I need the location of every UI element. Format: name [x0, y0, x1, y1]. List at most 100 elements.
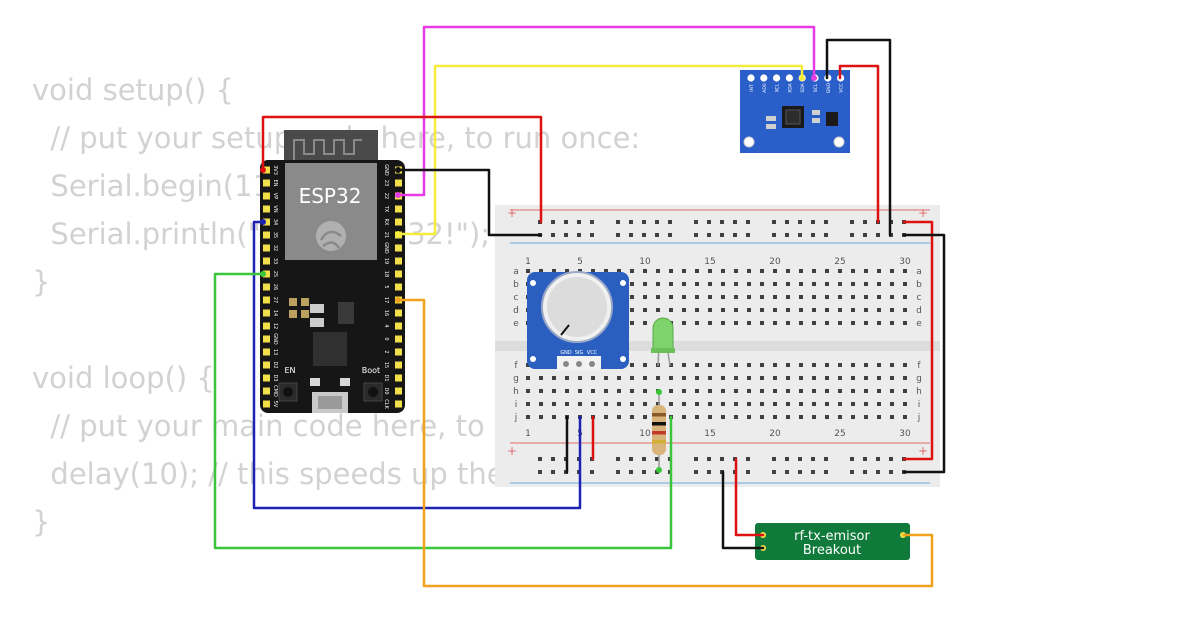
en-button-cap[interactable] — [283, 387, 293, 397]
green-led[interactable] — [651, 317, 675, 367]
wire-black-rf-gnd[interactable] — [721, 470, 765, 550]
breadboard-hole — [825, 308, 829, 312]
breadboard-hole — [786, 389, 790, 393]
mpu6050-pin[interactable] — [785, 74, 794, 82]
breadboard-hole — [669, 389, 673, 393]
esp32-pin-left[interactable] — [263, 231, 270, 239]
esp32-pin-right[interactable] — [395, 244, 402, 252]
esp32-pin-right[interactable] — [395, 374, 402, 382]
esp32-pin-left[interactable] — [263, 192, 270, 200]
breadboard-hole — [760, 321, 764, 325]
esp32-pin-label: D1 — [383, 374, 389, 381]
esp32-pin-left[interactable] — [263, 309, 270, 317]
esp32-pin-left[interactable] — [263, 205, 270, 213]
esp32-pin-right[interactable] — [395, 257, 402, 265]
wire-black-mpu-gnd[interactable] — [825, 38, 892, 237]
mpu6050-pin[interactable] — [747, 74, 755, 82]
breadboard-hole — [773, 402, 777, 406]
esp32-pin-left[interactable] — [263, 361, 270, 369]
esp32-pin-right[interactable] — [395, 387, 402, 395]
breadboard-hole — [890, 402, 894, 406]
rail-hole — [824, 220, 828, 224]
breadboard-hole — [864, 321, 868, 325]
wire-red-3v3[interactable] — [261, 115, 543, 224]
rail-hole — [772, 457, 776, 461]
esp32-pin-right[interactable] — [395, 400, 402, 408]
esp32-pin-right[interactable] — [395, 348, 402, 356]
breadboard-hole — [786, 295, 790, 299]
rail-hole — [824, 457, 828, 461]
rail-hole — [668, 220, 672, 224]
smd-component — [812, 110, 820, 115]
wire-yellow-sda[interactable] — [396, 64, 804, 236]
rail-hole — [746, 220, 750, 224]
breadboard-hole — [786, 308, 790, 312]
breadboard-hole — [526, 402, 530, 406]
breadboard-hole — [578, 376, 582, 380]
esp32-pin-left[interactable] — [263, 335, 270, 343]
breadboard-hole — [552, 376, 556, 380]
smd-component — [301, 310, 309, 318]
wire-black-gnd[interactable] — [396, 168, 543, 237]
breadboard-hole — [812, 269, 816, 273]
esp32-pin-right[interactable] — [395, 361, 402, 369]
esp32-pin-left[interactable] — [263, 296, 270, 304]
esp32-pin-left[interactable] — [263, 270, 270, 278]
rail-hole — [616, 457, 620, 461]
wire-red-mpu-vcc[interactable] — [838, 64, 880, 224]
esp32-pin-left[interactable] — [263, 400, 270, 408]
row-letter: j — [917, 413, 921, 423]
breadboard-hole — [773, 321, 777, 325]
breadboard-hole — [890, 321, 894, 325]
wire-blue-pot-sig[interactable] — [252, 220, 582, 510]
potentiometer-pin[interactable] — [563, 361, 569, 367]
esp32-pin-label: D0 — [383, 387, 389, 394]
breadboard-hole — [760, 389, 764, 393]
esp32-pin-right[interactable] — [395, 309, 402, 317]
esp32-pin-left[interactable] — [263, 166, 270, 174]
esp32-pin-label: 25 — [272, 271, 278, 277]
rail-hole — [642, 470, 646, 474]
esp32-pin-right[interactable] — [395, 283, 402, 291]
rail-hole — [863, 220, 867, 224]
wire-orange-rf-data[interactable] — [396, 298, 934, 588]
wire-green-led[interactable] — [213, 272, 673, 550]
esp32-pin-left[interactable] — [263, 348, 270, 356]
esp32-pin-left[interactable] — [263, 179, 270, 187]
esp32-pin-right[interactable] — [395, 322, 402, 330]
esp32-pin-left[interactable] — [263, 218, 270, 226]
esp32-pin-left[interactable] — [263, 374, 270, 382]
boot-button-cap[interactable] — [368, 387, 378, 397]
wire-red-rail-bridge[interactable] — [902, 220, 934, 461]
esp32-pin-right[interactable] — [395, 218, 402, 226]
breadboard-hole — [591, 402, 595, 406]
esp32-pin-left[interactable] — [263, 257, 270, 265]
potentiometer-pin[interactable] — [589, 361, 595, 367]
esp32-pin-right[interactable] — [395, 179, 402, 187]
esp32-pin-left[interactable] — [263, 322, 270, 330]
esp32-pin-right[interactable] — [395, 335, 402, 343]
esp32-pin-left[interactable] — [263, 244, 270, 252]
breadboard-hole — [643, 295, 647, 299]
breadboard-hole — [682, 363, 686, 367]
esp32-pin-left[interactable] — [263, 387, 270, 395]
rf-module-sublabel: Breakout — [803, 543, 861, 558]
mpu6050-pin[interactable] — [760, 74, 768, 82]
mpu6050-pin[interactable] — [773, 74, 781, 82]
breadboard-hole — [734, 321, 738, 325]
resistor[interactable] — [652, 389, 666, 473]
breadboard-hole — [851, 402, 855, 406]
potentiometer-pin[interactable] — [576, 361, 582, 367]
esp32-pin-left[interactable] — [263, 283, 270, 291]
wire-magenta-scl[interactable] — [396, 25, 816, 197]
esp32-pin-right[interactable] — [395, 205, 402, 213]
esp32-pin-label: 13 — [272, 349, 278, 355]
wire-black-rail-bridge[interactable] — [902, 233, 946, 474]
wire-red-rf-vcc[interactable] — [734, 457, 765, 537]
esp32-pin-right[interactable] — [395, 270, 402, 278]
breadboard-hole — [773, 363, 777, 367]
